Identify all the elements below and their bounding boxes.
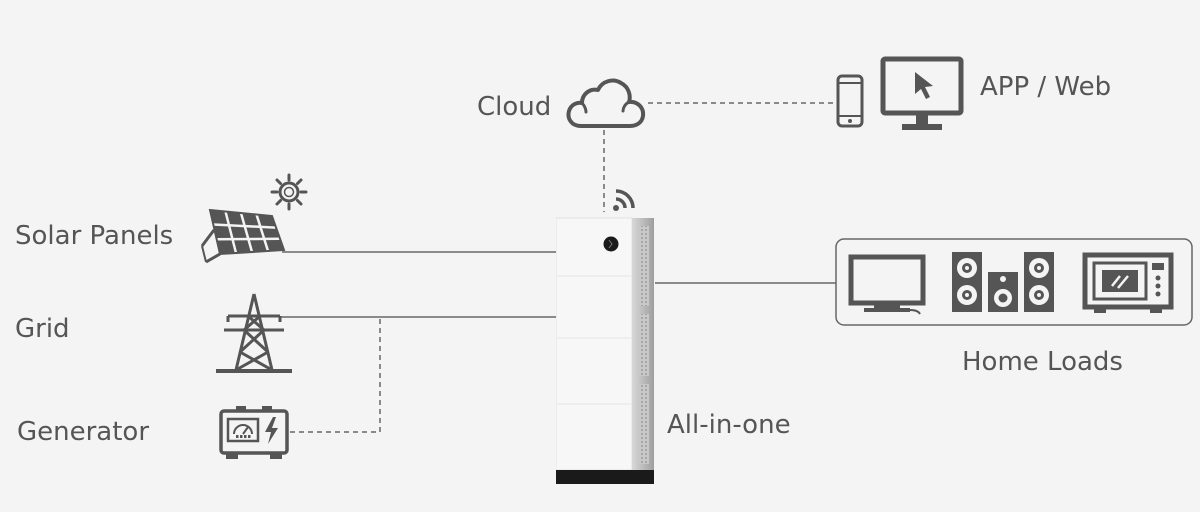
smartphone-icon bbox=[836, 74, 864, 128]
sun-icon bbox=[270, 173, 308, 211]
cloud-icon bbox=[566, 78, 646, 128]
microwave-icon bbox=[1082, 252, 1174, 313]
cloud-label: Cloud bbox=[477, 92, 552, 122]
generator-label: Generator bbox=[17, 417, 150, 447]
generator-icon bbox=[219, 406, 289, 459]
all-in-one-unit bbox=[556, 217, 654, 484]
home-loads-panel bbox=[835, 238, 1193, 326]
solar-panel-icon bbox=[200, 208, 286, 264]
all-in-one-label: All-in-one bbox=[667, 410, 791, 440]
app-web-label: APP / Web bbox=[980, 72, 1112, 102]
transmission-tower-icon bbox=[216, 293, 292, 373]
generator-to-grid-link bbox=[290, 317, 381, 433]
home-loads-label: Home Loads bbox=[962, 347, 1123, 377]
wifi-signal-icon bbox=[613, 189, 635, 211]
solar-panels-label: Solar Panels bbox=[15, 221, 174, 251]
stereo-speakers-icon bbox=[952, 252, 1054, 312]
monitor-icon bbox=[880, 56, 964, 130]
grid-label: Grid bbox=[15, 314, 70, 344]
television-icon bbox=[848, 254, 926, 315]
